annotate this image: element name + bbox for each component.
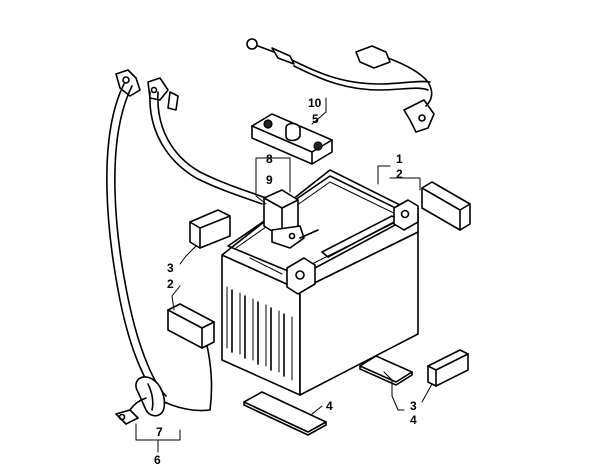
fuse-holder (263, 189, 319, 249)
battery-pad-left-upper (189, 209, 231, 249)
callout-2-top: 2 (396, 167, 403, 181)
callout-9: 9 (266, 173, 273, 187)
terminal-cover (251, 113, 333, 165)
leader-lines (135, 97, 433, 453)
battery-pad-right-lower (427, 349, 469, 387)
callouts: 1 2 3 2 4 3 4 5 10 8 9 7 6 (154, 96, 417, 467)
callout-3-left: 3 (167, 261, 174, 275)
callout-3-right: 3 (410, 399, 417, 413)
callout-7: 7 (156, 425, 163, 439)
positive-cable (147, 77, 267, 205)
callout-10: 10 (308, 96, 322, 110)
wire-harness (246, 38, 435, 133)
callout-2-left: 2 (167, 277, 174, 291)
battery-pad-left-lower (167, 303, 215, 349)
battery-pad-bottom (243, 391, 327, 436)
callout-6: 6 (154, 453, 161, 467)
battery (221, 169, 419, 396)
callout-4-right: 4 (410, 413, 417, 427)
battery-pad-bottom-right (359, 355, 413, 386)
battery-pad-right (421, 181, 471, 231)
callout-8: 8 (266, 152, 273, 166)
terminal-boot (115, 376, 166, 425)
callout-1: 1 (396, 152, 403, 166)
callout-4-bottom: 4 (326, 399, 333, 413)
callout-5: 5 (312, 112, 319, 126)
